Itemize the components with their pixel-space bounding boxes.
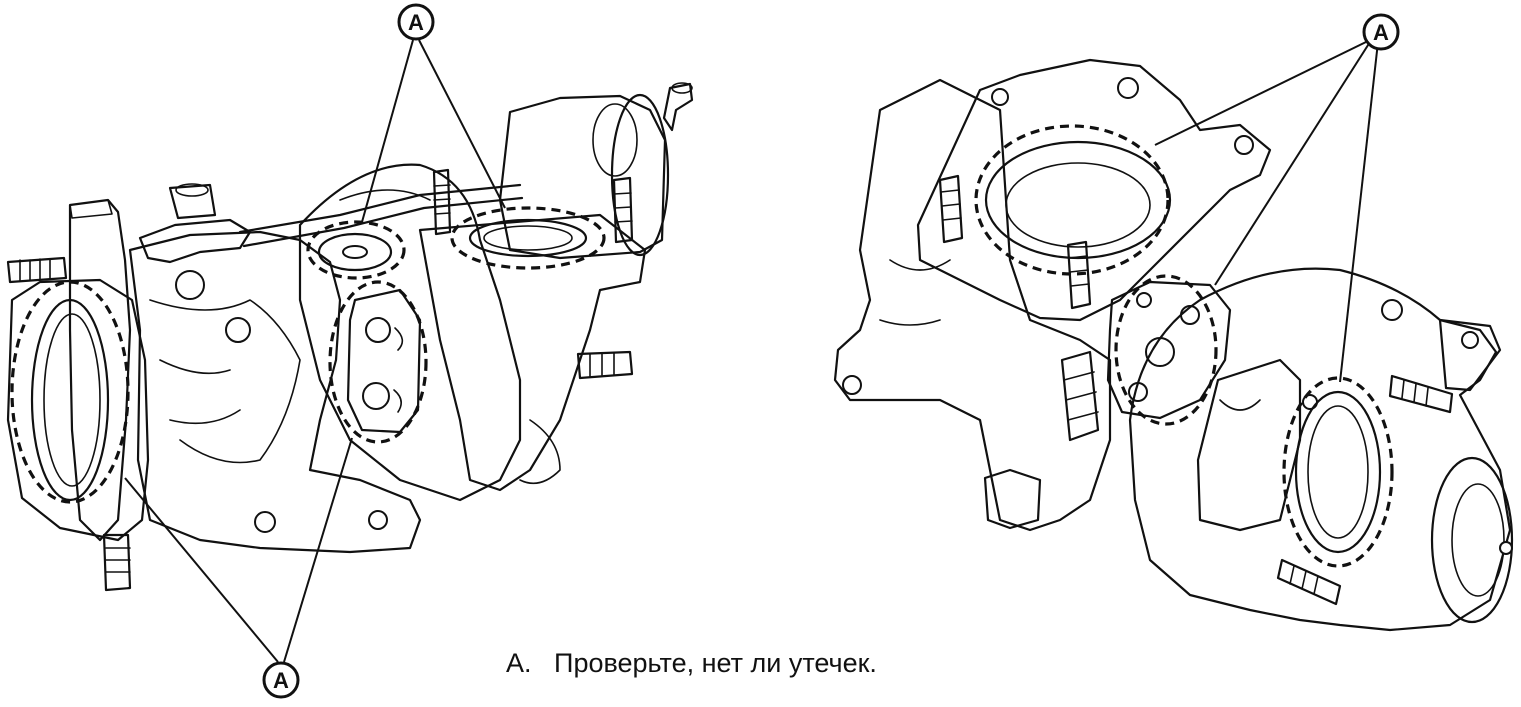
callout-a-top-right: A — [1362, 13, 1400, 51]
caption-key: A. — [506, 648, 532, 678]
callout-a-top-left-label: A — [408, 10, 424, 35]
right-turbocharger-drawing — [833, 41, 1514, 632]
inspect-ring-left-center-flange — [328, 280, 428, 444]
caption-text: Проверьте, нет ли утечек. — [554, 648, 877, 678]
callout-a-top-right-label: A — [1373, 20, 1389, 45]
inspect-ring-right-inlet — [1282, 376, 1394, 568]
inspect-ring-left-outlet-flange — [450, 206, 606, 270]
callout-a-bottom: A — [262, 661, 300, 699]
callout-a-top-left: A — [397, 3, 435, 41]
inspect-ring-right-flange — [974, 124, 1170, 276]
inspect-ring-left-inlet — [10, 280, 130, 504]
inspect-ring-right-center — [1114, 274, 1218, 426]
left-turbocharger-drawing — [6, 39, 694, 663]
figure-caption: A. Проверьте, нет ли утечек. — [506, 648, 877, 679]
callout-a-bottom-label: A — [273, 668, 289, 693]
inspect-ring-left-port — [306, 220, 406, 280]
